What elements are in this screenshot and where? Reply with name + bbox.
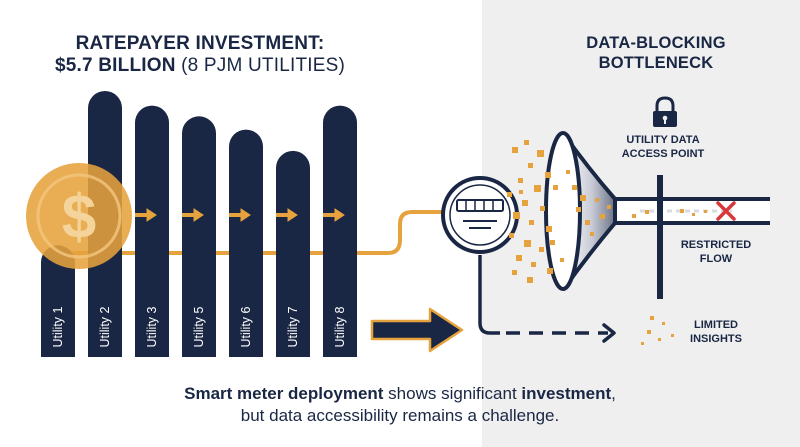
data-particle (671, 334, 674, 337)
data-particle (580, 195, 586, 201)
access-point-label-line1: UTILITY DATA (626, 134, 700, 146)
utility-bar-label: Utility 1 (51, 306, 65, 347)
utility-bar-label: Utility 3 (145, 306, 159, 347)
limited-insights-label-line2: INSIGHTS (690, 333, 742, 345)
data-particle (527, 277, 533, 283)
utility-bar (276, 150, 310, 357)
utility-bar (182, 116, 216, 357)
data-particles (507, 140, 707, 345)
data-particle (566, 170, 570, 174)
data-particle (534, 185, 541, 192)
utility-bar-label: Utility 6 (239, 306, 253, 347)
data-particle (632, 214, 636, 218)
data-particle (522, 200, 528, 206)
data-particle (647, 330, 651, 334)
caption: Smart meter deployment shows significant… (100, 383, 700, 427)
caption-bold-2: investment (521, 384, 612, 403)
utility-bar-label: Utility 8 (333, 306, 347, 347)
data-particle (590, 232, 594, 236)
caption-text-3: but data accessibility remains a challen… (240, 406, 560, 425)
arrow-right-icon (370, 307, 464, 353)
smart-meter-icon (441, 176, 519, 254)
funnel (544, 131, 617, 292)
investment-amount: $5.7 BILLION (55, 55, 176, 76)
restricted-flow-label-line1: RESTRICTED (680, 239, 752, 251)
data-particle (509, 233, 514, 238)
data-particle (528, 163, 533, 168)
investment-utility-count: (8 PJM UTILITIES) (175, 55, 345, 76)
dollar-coin-icon: $ (26, 163, 132, 269)
blocked-x-icon (716, 201, 736, 221)
data-particle (658, 338, 661, 341)
data-particle (692, 213, 695, 216)
utility-bar (41, 245, 75, 357)
bottleneck-title: DATA-BLOCKING BOTTLENECK (566, 33, 746, 73)
restricted-flow-label: RESTRICTED FLOW (660, 238, 772, 266)
data-particle (518, 178, 523, 183)
restricted-flow-label-line2: FLOW (699, 253, 733, 265)
data-particle (553, 185, 558, 190)
coin-symbol: $ (62, 183, 96, 252)
data-particle (513, 212, 520, 219)
data-particle (704, 210, 707, 213)
data-particle (572, 185, 577, 190)
bottleneck-title-line1: DATA-BLOCKING (586, 34, 726, 52)
bottleneck-title-line2: BOTTLENECK (598, 54, 714, 72)
data-particle (546, 226, 552, 232)
data-particle (524, 240, 531, 247)
data-particle (529, 220, 534, 225)
data-particle (607, 205, 611, 209)
meter-output-line (478, 255, 500, 335)
data-particle (595, 198, 599, 202)
investment-title: RATEPAYER INVESTMENT:$5.7 BILLION (8 PJM… (40, 33, 360, 77)
data-particle (645, 210, 649, 214)
utility-bar (229, 129, 263, 357)
utility-bar-label: Utility 2 (98, 306, 112, 347)
data-particle (585, 220, 590, 225)
data-particle (650, 316, 654, 320)
data-particle (519, 190, 523, 194)
data-particle (576, 207, 581, 212)
limited-insights-label-line1: LIMITED (694, 319, 738, 331)
data-particle (545, 172, 551, 178)
data-particle (662, 322, 665, 325)
investment-title-line1: RATEPAYER INVESTMENT: (75, 33, 325, 54)
data-pipe (615, 197, 770, 225)
access-point-post (657, 175, 663, 299)
data-particle (540, 206, 545, 211)
caption-text-2: , (611, 384, 616, 403)
lock-icon (653, 96, 677, 127)
data-particle (641, 342, 644, 345)
data-particle (524, 140, 529, 145)
access-point-label-line2: ACCESS POINT (621, 148, 705, 160)
limited-insights-label: LIMITED INSIGHTS (667, 318, 765, 346)
data-particle (547, 268, 553, 274)
investment-flow-line (50, 210, 448, 255)
access-point-label: UTILITY DATA ACCESS POINT (595, 133, 731, 161)
data-particle (550, 240, 555, 245)
data-particle (537, 150, 544, 157)
data-particle (600, 214, 605, 219)
utility-bar (135, 105, 169, 357)
utility-bar-label: Utility 7 (286, 306, 300, 347)
dashed-arrow (506, 323, 616, 343)
data-particle (512, 270, 517, 275)
data-particle (560, 258, 564, 262)
data-particle (516, 255, 522, 261)
data-particle (539, 247, 544, 252)
data-particle (680, 209, 684, 213)
flow-arrows (135, 208, 345, 222)
utility-bars: Utility 1 Utility 2 Utility 3 Utility 5 Util… (41, 91, 357, 357)
caption-text-1: shows significant (383, 384, 522, 403)
caption-bold-1: Smart meter deployment (184, 384, 384, 403)
utility-bar (323, 105, 357, 357)
data-particle (531, 262, 536, 267)
data-particle (512, 147, 518, 153)
data-particle (507, 192, 512, 197)
utility-bar-label: Utility 5 (192, 306, 206, 347)
